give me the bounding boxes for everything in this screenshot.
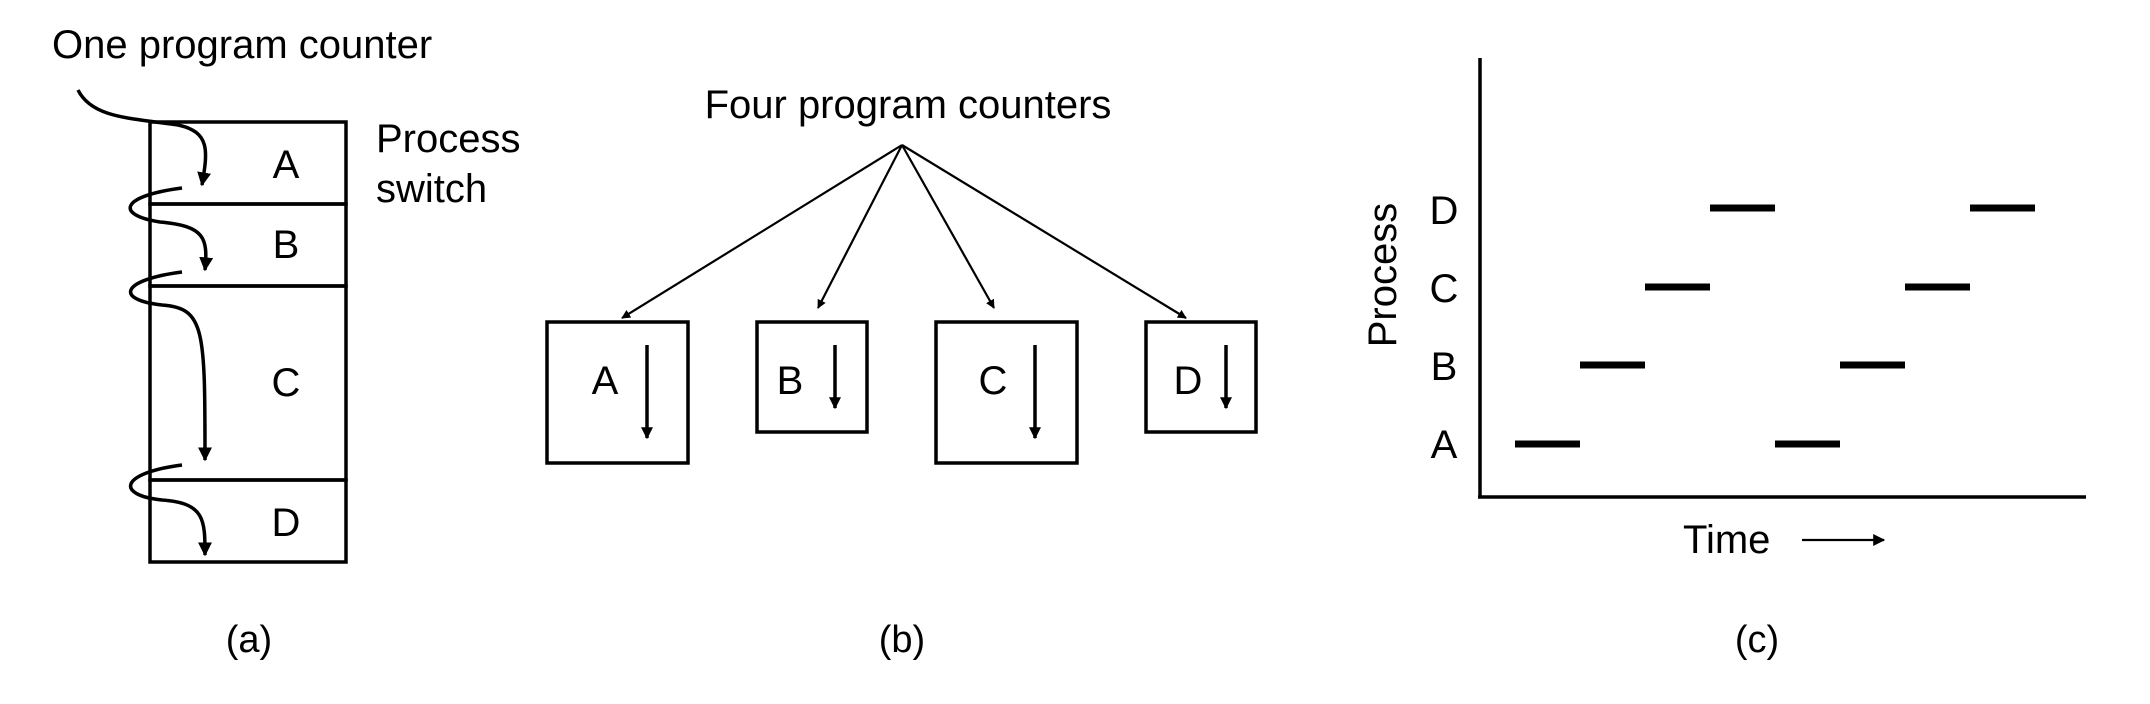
row-label-c: C bbox=[1430, 267, 1459, 311]
block-label-a: A bbox=[273, 143, 300, 187]
y-axis-label: Process bbox=[1361, 203, 1405, 348]
panel-c: Process D C B A Time (c) bbox=[1361, 58, 2086, 661]
panel-b-caption: (b) bbox=[879, 619, 925, 661]
panel-a: One program counter A B C D Process swit… bbox=[52, 23, 521, 661]
process-box-label-a: A bbox=[592, 359, 619, 403]
fan-arrow-d bbox=[901, 144, 1187, 319]
process-box-label-d: D bbox=[1174, 359, 1203, 403]
process-box-d bbox=[1144, 320, 1258, 434]
program-counter-path-a bbox=[76, 89, 212, 187]
block-label-c: C bbox=[272, 361, 301, 405]
process-box-b bbox=[755, 320, 869, 434]
x-axis-label: Time bbox=[1683, 518, 1770, 562]
fan-arrow-a bbox=[621, 144, 903, 319]
fan-arrow-c bbox=[901, 144, 995, 309]
program-counter-path-d bbox=[128, 463, 212, 557]
process-box-c bbox=[934, 320, 1079, 465]
panel-a-title: One program counter bbox=[52, 23, 432, 67]
panel-b: Four program counters A B C D (b) bbox=[545, 83, 1258, 661]
process-box-a bbox=[545, 320, 690, 465]
program-counter-path-c bbox=[128, 270, 212, 462]
panel-c-caption: (c) bbox=[1735, 619, 1779, 661]
block-d bbox=[148, 478, 348, 564]
row-label-d: D bbox=[1430, 189, 1459, 233]
row-label-a: A bbox=[1431, 423, 1458, 467]
block-label-b: B bbox=[273, 223, 300, 267]
row-label-b: B bbox=[1431, 345, 1458, 389]
block-a bbox=[148, 120, 348, 206]
fan-arrow-b bbox=[817, 144, 903, 309]
process-box-label-b: B bbox=[777, 359, 804, 403]
process-box-label-c: C bbox=[979, 359, 1008, 403]
panel-a-caption: (a) bbox=[226, 619, 272, 661]
panel-b-title: Four program counters bbox=[705, 83, 1112, 127]
block-label-d: D bbox=[272, 501, 301, 545]
program-counter-path-b bbox=[128, 186, 214, 272]
process-switch-label-line1: Process bbox=[376, 117, 521, 161]
block-c bbox=[148, 284, 348, 482]
process-switch-label-line2: switch bbox=[376, 167, 487, 211]
